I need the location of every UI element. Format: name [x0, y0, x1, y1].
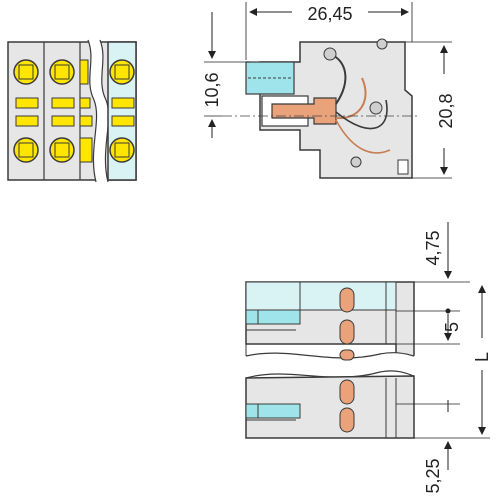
length-symbol: L	[472, 352, 492, 362]
release-slots	[339, 287, 355, 433]
front-view-column-end	[109, 59, 135, 163]
dimension-pin-height: 10,6	[202, 12, 250, 138]
dimension-top-offset: 4,75	[414, 222, 470, 283]
side-view	[222, 38, 418, 179]
front-view-column-1	[13, 59, 39, 163]
dimension-pitch: 5	[396, 310, 462, 345]
top-view	[244, 281, 451, 439]
pitch-value: 5	[442, 322, 462, 332]
overall-length-value: 26,45	[307, 4, 352, 24]
dimension-bottom-offset: 5,25	[396, 400, 460, 494]
bottom-offset-value: 5,25	[423, 458, 443, 493]
front-view-column-2	[49, 59, 75, 163]
pin-height-value: 10,6	[202, 72, 222, 107]
overall-height-value: 20,8	[436, 93, 456, 128]
top-offset-value: 4,75	[423, 230, 443, 265]
front-view-column-3-partial	[79, 59, 93, 163]
dimension-overall-height: 20,8	[405, 41, 456, 179]
dimension-overall-length: 26,45	[245, 2, 413, 60]
dimension-length: L	[414, 285, 492, 439]
front-view	[7, 39, 137, 183]
